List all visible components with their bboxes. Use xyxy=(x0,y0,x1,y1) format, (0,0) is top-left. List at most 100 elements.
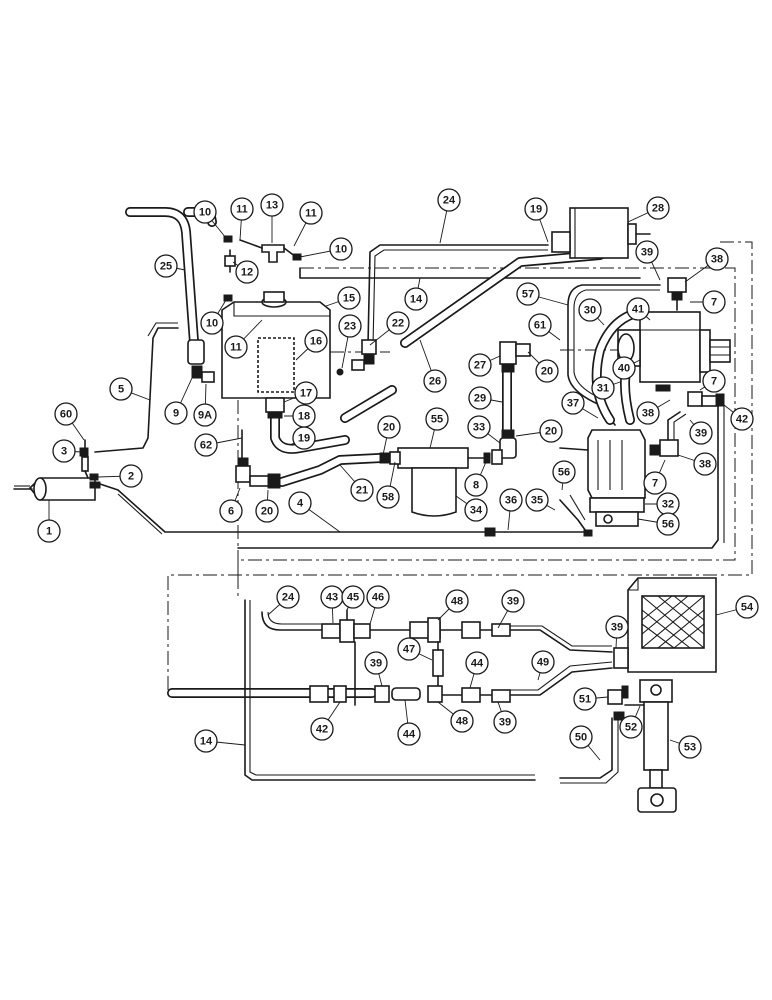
callout-circle xyxy=(292,426,316,450)
part-1-control-valve xyxy=(13,477,101,501)
callout-7: 7 xyxy=(643,459,667,495)
callout-circle xyxy=(612,356,636,380)
callout-circle xyxy=(219,499,243,523)
callout-number: 58 xyxy=(382,492,394,504)
callout-circle xyxy=(397,722,421,746)
callout-20: 20 xyxy=(377,415,401,456)
callout-47: 47 xyxy=(397,637,433,661)
callout-32: 32 xyxy=(645,492,680,516)
callout-circle xyxy=(54,402,78,426)
callout-circle xyxy=(693,452,717,476)
callout-number: 2 xyxy=(128,471,134,483)
callout-circle xyxy=(341,585,365,609)
callout-30: 30 xyxy=(578,298,605,326)
callout-11: 11 xyxy=(230,197,254,241)
callout-2: 2 xyxy=(97,464,143,488)
line-42-vertical xyxy=(237,404,719,549)
callout-10: 10 xyxy=(299,237,353,261)
line-57 xyxy=(567,284,661,426)
callout-4: 4 xyxy=(288,491,341,533)
callout-number: 11 xyxy=(305,208,317,220)
callout-circle xyxy=(235,260,259,284)
callout-number: 19 xyxy=(298,433,310,445)
callout-number: 15 xyxy=(343,293,355,305)
callout-10: 10 xyxy=(200,299,227,335)
callout-number: 11 xyxy=(230,342,242,354)
callout-number: 39 xyxy=(507,596,519,608)
part-45-manifold xyxy=(309,609,511,706)
callout-number: 23 xyxy=(344,321,356,333)
callout-42: 42 xyxy=(310,701,341,741)
callout-circle xyxy=(635,240,659,264)
callout-number: 3 xyxy=(61,446,67,458)
callout-39: 39 xyxy=(497,589,525,629)
part-33-elbow xyxy=(491,429,517,465)
callout-circle xyxy=(450,709,474,733)
callout-number: 55 xyxy=(431,414,443,426)
callout-circle xyxy=(299,201,323,225)
callout-number: 56 xyxy=(662,519,674,531)
callout-14: 14 xyxy=(404,277,428,311)
callout-39: 39 xyxy=(493,701,517,734)
part-7-fitting xyxy=(649,391,725,457)
part-54-oil-cooler xyxy=(613,577,717,673)
callout-7: 7 xyxy=(699,369,726,393)
callout-number: 17 xyxy=(300,388,312,400)
callout-circle xyxy=(445,589,469,613)
callout-number: 27 xyxy=(474,360,486,372)
callout-15: 15 xyxy=(325,286,361,310)
callout-circle xyxy=(119,464,143,488)
callout-11: 11 xyxy=(293,201,323,247)
dashed-routing-lower xyxy=(167,241,753,690)
callout-31: 31 xyxy=(591,376,621,400)
callout-number: 14 xyxy=(200,736,213,748)
callout-circle xyxy=(260,193,284,217)
callout-circle xyxy=(386,311,410,335)
callout-41: 41 xyxy=(626,297,651,321)
callout-circle xyxy=(376,485,400,509)
callout-34: 34 xyxy=(455,495,488,522)
callout-circle xyxy=(535,359,559,383)
callout-58: 58 xyxy=(376,461,400,509)
part-22-fitting xyxy=(351,339,377,371)
callout-61: 61 xyxy=(528,313,561,341)
callout-25: 25 xyxy=(154,254,186,278)
callout-8: 8 xyxy=(464,461,488,497)
callout-circle xyxy=(702,290,726,314)
callout-45: 45 xyxy=(341,585,365,611)
callout-39: 39 xyxy=(689,419,713,445)
callout-number: 5 xyxy=(118,384,124,396)
callout-number: 29 xyxy=(474,393,486,405)
callout-48: 48 xyxy=(437,589,469,621)
callout-circle xyxy=(366,585,390,609)
callout-circle xyxy=(350,478,374,502)
callout-number: 4 xyxy=(297,498,304,510)
part-15-hydraulic-reservoir xyxy=(221,291,331,419)
callout-circle xyxy=(524,197,548,221)
callout-number: 9 xyxy=(173,408,179,420)
callout-number: 53 xyxy=(684,742,696,754)
callout-50: 50 xyxy=(569,725,601,761)
callout-36: 36 xyxy=(499,488,523,531)
callout-35: 35 xyxy=(525,488,556,512)
callout-circle xyxy=(52,439,76,463)
part-53-hydraulic-cylinder xyxy=(613,679,677,813)
line-49 xyxy=(509,667,613,696)
callout-number: 7 xyxy=(711,376,717,388)
callout-circle xyxy=(573,687,597,711)
callout-circle xyxy=(525,488,549,512)
pipe-14-upper xyxy=(299,267,641,279)
callout-number: 54 xyxy=(741,602,754,614)
callout-circle xyxy=(193,403,217,427)
callout-circle xyxy=(404,287,428,311)
callout-11: 11 xyxy=(224,319,263,359)
callout-number: 49 xyxy=(537,657,549,669)
callout-18: 18 xyxy=(284,404,316,428)
part-6-elbow xyxy=(235,457,281,489)
callout-circle xyxy=(626,297,650,321)
callout-circle xyxy=(591,376,615,400)
callout-circle xyxy=(337,286,361,310)
callout-number: 48 xyxy=(451,596,463,608)
callout-number: 45 xyxy=(347,592,359,604)
callout-number: 16 xyxy=(310,336,322,348)
